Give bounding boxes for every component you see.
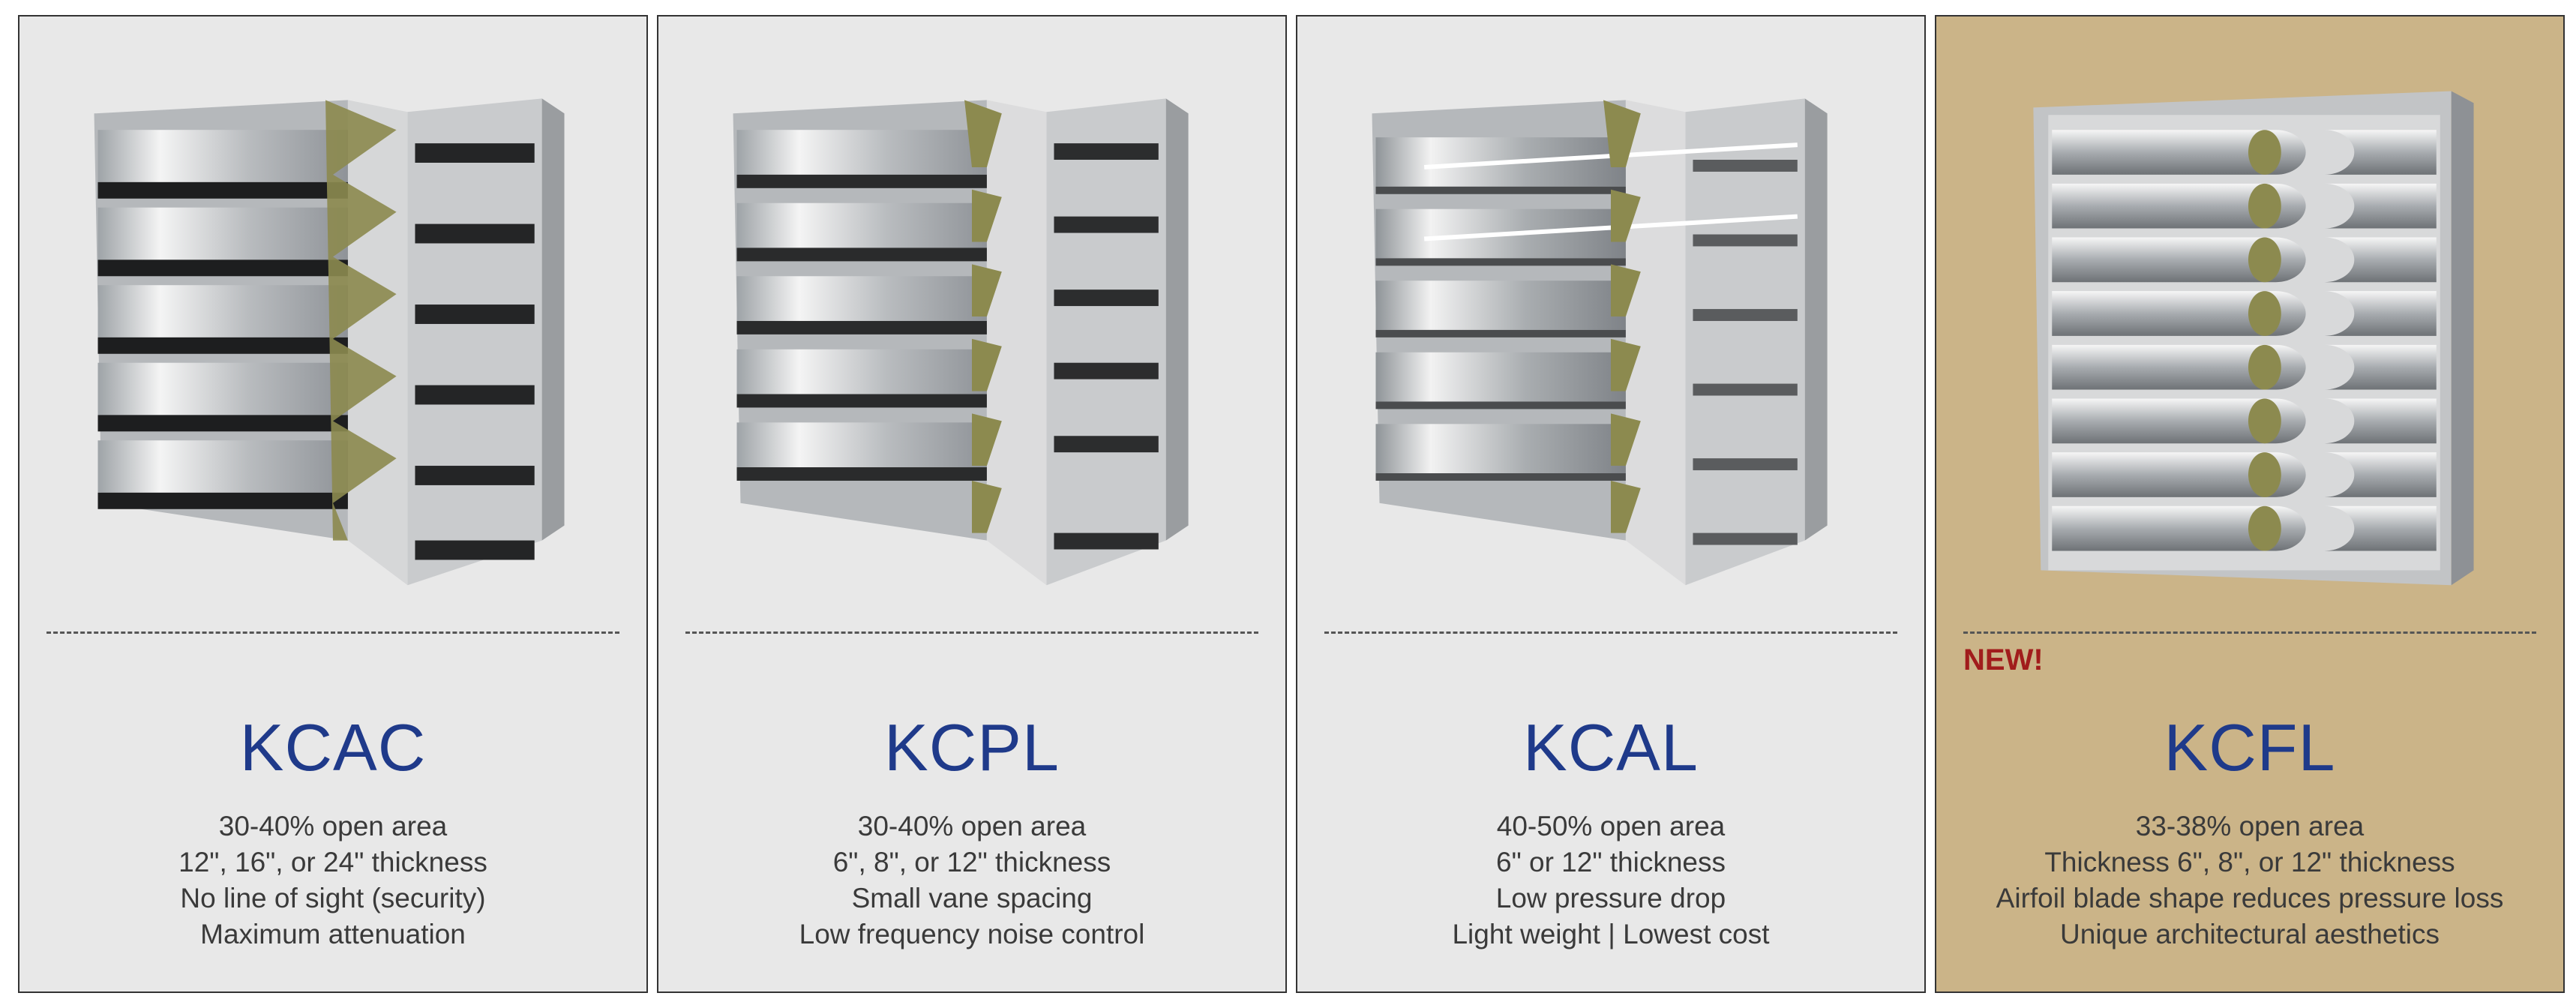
feature-list: 40-50% open area 6" or 12" thickness Low… xyxy=(1297,808,1924,952)
new-badge: NEW! xyxy=(1963,644,2044,676)
divider xyxy=(1324,632,1897,634)
feature-item: Small vane spacing xyxy=(851,883,1093,914)
louver-acoustic-chevron-icon xyxy=(19,16,646,616)
louver-airfoil-blade-icon xyxy=(1936,16,2563,616)
product-card-kcal[interactable]: KCAL 40-50% open area 6" or 12" thicknes… xyxy=(1296,15,1926,993)
product-name[interactable]: KCAC xyxy=(239,710,427,784)
product-card-kcpl[interactable]: KCPL 30-40% open area 6", 8", or 12" thi… xyxy=(657,15,1287,993)
product-name[interactable]: KCAL xyxy=(1523,710,1699,784)
product-name[interactable]: KCPL xyxy=(884,710,1060,784)
louver-acoustic-closed-vane-icon xyxy=(658,16,1285,616)
feature-item: Low pressure drop xyxy=(1495,883,1726,914)
product-name[interactable]: KCFL xyxy=(2164,710,2336,784)
feature-item: 33-38% open area xyxy=(2135,811,2365,842)
feature-item: 6", 8", or 12" thickness xyxy=(832,847,1111,878)
divider xyxy=(46,632,619,634)
feature-item: Maximum attenuation xyxy=(200,919,466,950)
feature-item: Low frequency noise control xyxy=(799,919,1145,950)
divider xyxy=(685,632,1258,634)
divider xyxy=(1963,632,2536,634)
feature-item: No line of sight (security) xyxy=(180,883,486,914)
feature-item: 30-40% open area xyxy=(857,811,1087,842)
feature-item: 40-50% open area xyxy=(1496,811,1726,842)
product-card-kcfl[interactable]: NEW! KCFL 33-38% open area Thickness 6",… xyxy=(1935,15,2565,993)
product-card-kcac[interactable]: KCAC 30-40% open area 12", 16", or 24" t… xyxy=(18,15,648,993)
feature-item: Airfoil blade shape reduces pressure los… xyxy=(1996,883,2504,914)
feature-item: Thickness 6", 8", or 12" thickness xyxy=(2044,847,2455,878)
feature-list: 30-40% open area 12", 16", or 24" thickn… xyxy=(19,808,646,952)
feature-list: 33-38% open area Thickness 6", 8", or 12… xyxy=(1936,808,2563,952)
feature-item: Light weight | Lowest cost xyxy=(1452,919,1770,950)
louver-acoustic-open-vane-icon xyxy=(1297,16,1924,616)
feature-item: 6" or 12" thickness xyxy=(1496,847,1726,878)
feature-item: 30-40% open area xyxy=(218,811,448,842)
feature-list: 30-40% open area 6", 8", or 12" thicknes… xyxy=(658,808,1285,952)
feature-item: Unique architectural aesthetics xyxy=(2060,919,2440,950)
feature-item: 12", 16", or 24" thickness xyxy=(178,847,487,878)
